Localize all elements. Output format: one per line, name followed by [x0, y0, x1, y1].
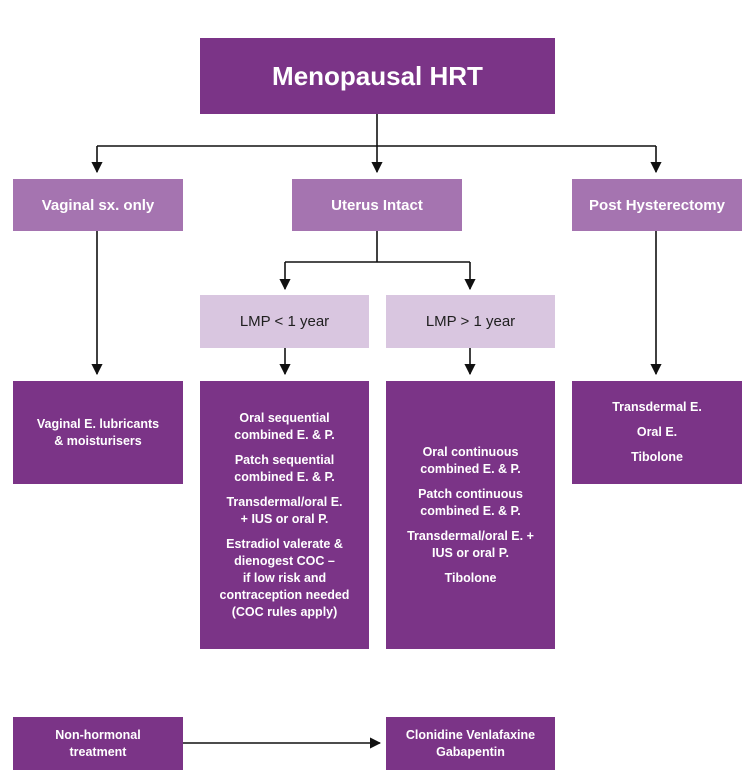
lmp-lt1-label: LMP < 1 year	[239, 313, 330, 330]
title-box: Menopausal HRT	[200, 38, 555, 114]
non-hormonal-options: Clonidine Venlafaxine Gabapentin	[405, 727, 536, 759]
treatment-item: Tibolone	[444, 570, 497, 585]
non-hormonal-options-box: Clonidine Venlafaxine Gabapentin	[386, 717, 555, 770]
treatment-item: Vaginal E. lubricants & moisturisers	[36, 416, 160, 448]
treatment-post-hysterectomy: Transdermal E. Oral E. Tibolone	[572, 381, 742, 484]
treatment-item: Oral E.	[636, 425, 678, 439]
category-uterus-intact: Uterus Intact	[292, 179, 462, 231]
treatment-item: Tibolone	[631, 450, 683, 464]
category-vaginal: Vaginal sx. only	[13, 179, 183, 231]
treatment-lmp-gt1: Oral continuous combined E. & P. Patch c…	[386, 381, 555, 649]
treatment-item: Transdermal E.	[612, 400, 702, 414]
treatment-item: Transdermal/oral E. + IUS or oral P.	[407, 528, 534, 560]
treatment-item: Oral sequential combined E. & P.	[234, 410, 335, 442]
treatment-item: Oral continuous combined E. & P.	[420, 444, 521, 476]
treatment-item: Transdermal/oral E. + IUS or oral P.	[226, 494, 343, 526]
lmp-lt1-box: LMP < 1 year	[200, 295, 369, 348]
non-hormonal-label: Non-hormonal treatment	[55, 727, 141, 759]
lmp-gt1-label: LMP > 1 year	[425, 313, 516, 330]
treatment-item: Patch sequential combined E. & P.	[234, 452, 335, 484]
treatment-vaginal: Vaginal E. lubricants & moisturisers	[13, 381, 183, 484]
category-vaginal-label: Vaginal sx. only	[41, 196, 155, 214]
treatment-lmp-lt1: Oral sequential combined E. & P. Patch s…	[200, 381, 369, 649]
non-hormonal-box: Non-hormonal treatment	[13, 717, 183, 770]
treatment-item: Patch continuous combined E. & P.	[418, 486, 523, 518]
category-post-hysterectomy-label: Post Hysterectomy	[589, 196, 725, 214]
lmp-gt1-box: LMP > 1 year	[386, 295, 555, 348]
page-title: Menopausal HRT	[272, 60, 483, 91]
category-post-hysterectomy: Post Hysterectomy	[572, 179, 742, 231]
treatment-item: Estradiol valerate & dienogest COC – if …	[219, 536, 350, 619]
category-uterus-intact-label: Uterus Intact	[331, 196, 423, 214]
